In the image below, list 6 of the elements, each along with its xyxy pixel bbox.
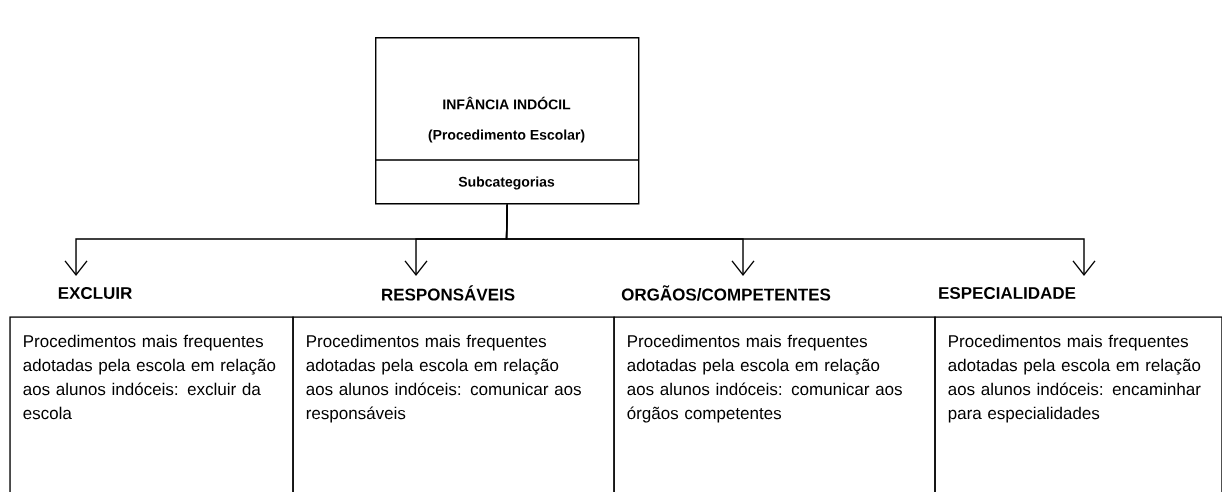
category-cell: ESPECIALIDADE Procedimentos mais frequentes adotadas pela escola em relação aos alunos indóceis: encaminhar para especialidades [934,286,1222,492]
category-cell: ORGÃOS/COMPETENTES Procedimentos mais frequentes adotadas pela escola em relação aos alunos indóceis: comunicar aos órgãos competentes [613,285,936,492]
arrow [505,203,1096,276]
category-cell: EXCLUIR Procedimentos mais frequentes adotadas pela escola em relação aos alunos indóceis: excluir da escola [9,286,294,492]
category-box: INFÂNCIA INDÓCIL (Procedimento Escolar) Subcategorias [374,37,640,205]
category-cell: RESPONSÁVEIS Procedimentos mais frequentes adotadas pela escola em relação aos alunos indóceis: comunicar aos responsáveis [292,285,615,492]
